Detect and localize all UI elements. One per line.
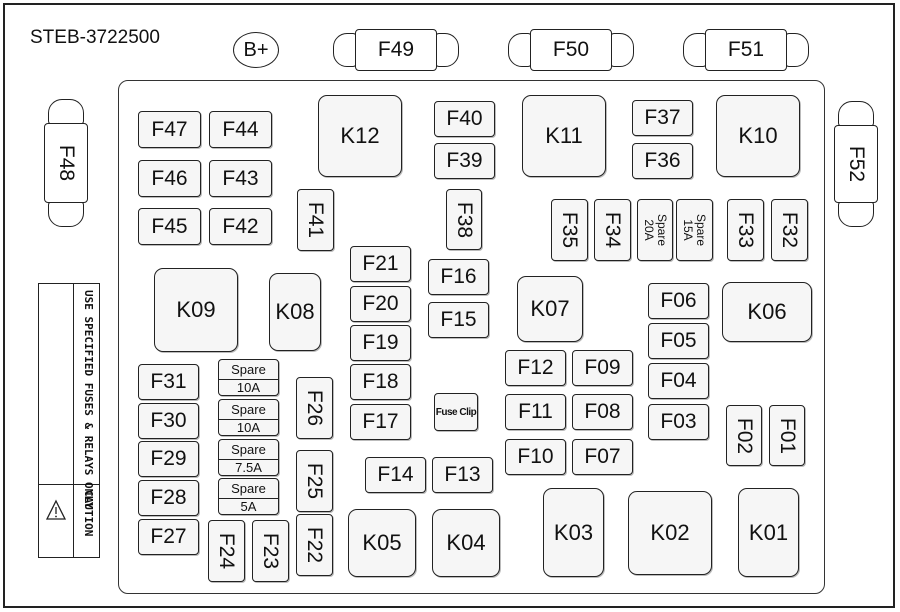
maxi-fuse-label: F48 <box>44 123 88 203</box>
maxi-fuse-f48: F48 <box>44 99 88 227</box>
fuse-f24: F24 <box>208 520 245 582</box>
use-specified-text: USE SPECIFIED FUSES & RELAYS ONLY <box>82 290 95 509</box>
fuse-f23: F23 <box>252 520 289 582</box>
relay-k08: K08 <box>269 273 321 351</box>
battery-terminal: B+ <box>233 32 279 68</box>
fuse-f05: F05 <box>648 323 709 359</box>
fuse-f37: F37 <box>632 100 693 136</box>
warning-triangle-icon <box>45 499 67 520</box>
maxi-fuse-label: F50 <box>530 29 612 71</box>
fuse-f13: F13 <box>432 457 493 493</box>
fuse-f16: F16 <box>428 259 489 295</box>
fuse-f30: F30 <box>138 403 199 439</box>
fuse-f44: F44 <box>209 111 272 148</box>
fuse-f27: F27 <box>138 519 199 555</box>
fuse-f12: F12 <box>505 350 566 386</box>
fuse-f32: F32 <box>771 199 808 261</box>
fuse-f08: F08 <box>572 394 633 430</box>
maxi-fuse-f51: F51 <box>683 29 809 71</box>
relay-k12: K12 <box>318 95 402 177</box>
fuse-f35: F35 <box>551 199 588 261</box>
fuse-clip: Fuse Clip <box>434 393 478 431</box>
part-number: STEB-3722500 <box>30 27 160 48</box>
fuse-f22: F22 <box>296 514 333 576</box>
fuse-f42: F42 <box>209 208 272 245</box>
fuse-f03: F03 <box>648 404 709 440</box>
relay-k09: K09 <box>154 268 238 352</box>
caution-label: USE SPECIFIED FUSES & RELAYS ONLY CAUTIO… <box>38 283 100 558</box>
fuse-f39: F39 <box>434 143 495 179</box>
relay-k10: K10 <box>716 95 800 177</box>
maxi-fuse-label: F51 <box>705 29 787 71</box>
relay-k03: K03 <box>543 488 604 577</box>
fuse-f45: F45 <box>138 208 201 245</box>
fuse-f25: F25 <box>296 450 333 512</box>
fuse-f26: F26 <box>296 377 333 439</box>
fuse-f19: F19 <box>350 325 411 361</box>
fuse-f09: F09 <box>572 350 633 386</box>
maxi-fuse-f50: F50 <box>508 29 634 71</box>
maxi-fuse-f52: F52 <box>834 101 878 227</box>
fuse-f06: F06 <box>648 283 709 319</box>
fuse-f01: F01 <box>769 405 805 466</box>
relay-k11: K11 <box>522 95 606 177</box>
fuse-f17: F17 <box>350 404 411 440</box>
fuse-f31: F31 <box>138 364 199 400</box>
maxi-fuse-label: F49 <box>355 29 437 71</box>
fuse-f36: F36 <box>632 143 693 179</box>
fuse-f04: F04 <box>648 363 709 399</box>
relay-k05: K05 <box>348 509 416 577</box>
fuse-f20: F20 <box>350 286 411 322</box>
relay-k06: K06 <box>722 282 812 342</box>
maxi-fuse-f49: F49 <box>333 29 459 71</box>
fuse-f02: F02 <box>726 405 762 466</box>
fuse-f34: F34 <box>594 199 631 261</box>
fuse-f29: F29 <box>138 441 199 477</box>
fuse-f47: F47 <box>138 111 201 148</box>
fuse-f40: F40 <box>434 101 495 137</box>
relay-k02: K02 <box>628 491 712 575</box>
fuse-f21: F21 <box>350 246 411 282</box>
fuse-f46: F46 <box>138 160 201 197</box>
fuse-f28: F28 <box>138 480 199 516</box>
fuse-f14: F14 <box>365 457 426 493</box>
fuse-f15: F15 <box>428 302 489 338</box>
fuse-f33: F33 <box>727 199 764 261</box>
fuse-f11: F11 <box>505 394 566 430</box>
fuse-f41: F41 <box>297 189 334 251</box>
relay-k01: K01 <box>738 488 799 577</box>
relay-k07: K07 <box>517 276 583 342</box>
fuse-f43: F43 <box>209 160 272 197</box>
relay-k04: K04 <box>432 509 500 577</box>
maxi-fuse-label: F52 <box>834 125 878 203</box>
fuse-f10: F10 <box>505 439 566 475</box>
fuse-f38: F38 <box>446 189 482 250</box>
fuse-f18: F18 <box>350 364 411 400</box>
inner-panel <box>118 80 825 594</box>
caution-text: CAUTION <box>82 490 95 537</box>
fuse-f07: F07 <box>572 439 633 475</box>
